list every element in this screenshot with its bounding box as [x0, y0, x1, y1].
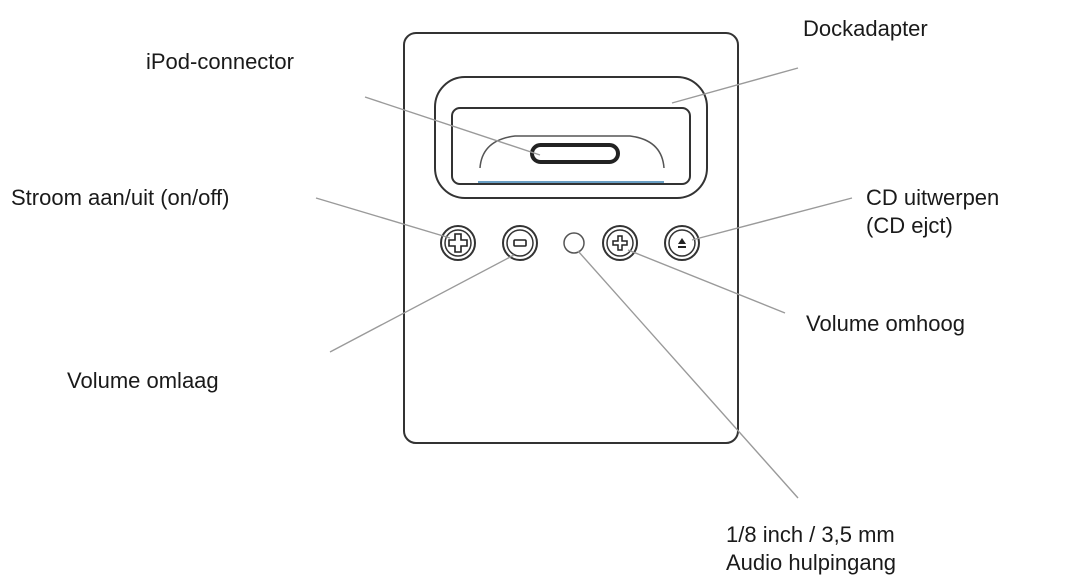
leader-line-volume-up — [627, 249, 786, 314]
ipod-connector — [530, 143, 620, 164]
label-volume-down: Volume omlaag — [67, 367, 219, 395]
label-audio-in: 1/8 inch / 3,5 mm Audio hulpingang — [726, 521, 896, 577]
label-cd-eject: CD uitwerpen (CD ejct) — [866, 184, 999, 240]
label-audio-in-line1: 1/8 inch / 3,5 mm — [726, 522, 895, 547]
cd-eject-button[interactable] — [664, 225, 700, 261]
eject-icon — [678, 238, 686, 248]
leader-line-ipod-connector — [364, 96, 541, 156]
volume-up-button[interactable] — [602, 225, 638, 261]
label-cd-eject-line1: CD uitwerpen — [866, 185, 1000, 210]
leader-line-power — [315, 197, 451, 239]
dock-adapter — [434, 76, 708, 199]
label-volume-down-text: Volume omlaag — [67, 368, 219, 393]
label-power: Stroom aan/uit (on/off) — [11, 184, 230, 212]
label-dockadapter: Dockadapter — [803, 15, 928, 43]
volume-down-button[interactable] — [502, 225, 538, 261]
leader-lines — [315, 67, 853, 499]
label-dockadapter-text: Dockadapter — [803, 16, 928, 41]
minus-icon — [513, 239, 527, 247]
leader-line-audio-in — [577, 250, 799, 499]
label-power-text: Stroom aan/uit (on/off) — [11, 185, 230, 210]
power-icon — [448, 233, 468, 253]
leader-line-dockadapter — [671, 67, 799, 104]
label-volume-up-text: Volume omhoog — [806, 311, 965, 336]
audio-jack-icon[interactable] — [563, 232, 585, 254]
plus-icon — [612, 235, 628, 251]
leader-line-volume-down — [329, 254, 515, 353]
label-volume-up: Volume omhoog — [806, 310, 965, 338]
label-audio-in-line2: Audio hulpingang — [726, 550, 897, 575]
label-ipod-connector-text: iPod-connector — [146, 49, 294, 74]
label-cd-eject-line2: (CD ejct) — [866, 213, 953, 238]
power-button[interactable] — [440, 225, 476, 261]
label-ipod-connector: iPod-connector — [146, 48, 294, 76]
leader-line-cd-eject — [691, 197, 853, 241]
